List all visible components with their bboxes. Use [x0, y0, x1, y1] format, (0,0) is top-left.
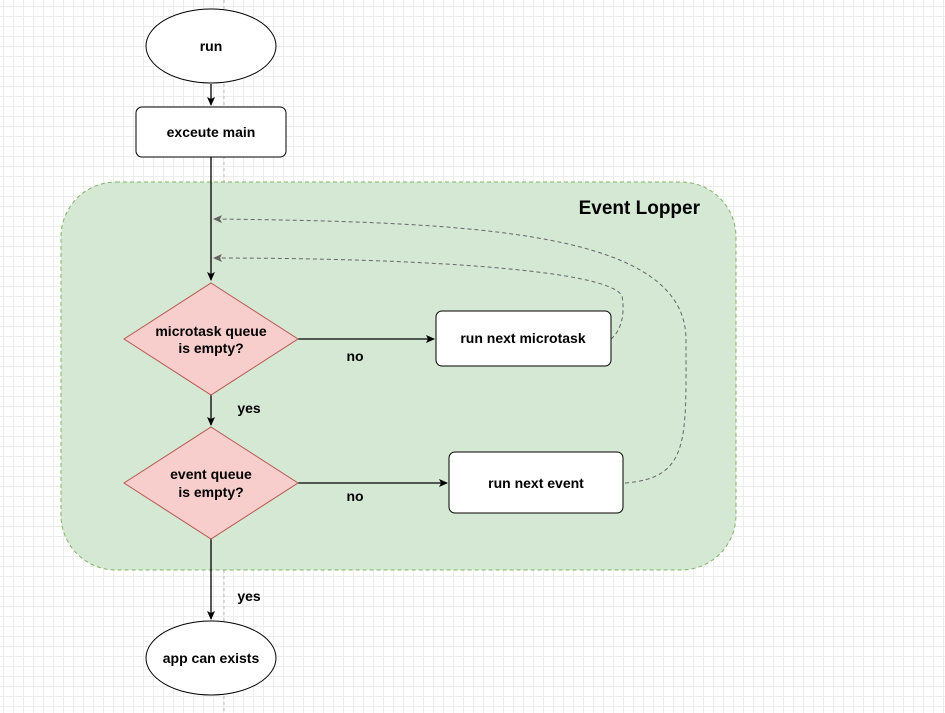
- microtask-check-node[interactable]: microtask queue is empty?: [123, 282, 299, 396]
- microtask-check-label-line2: is empty?: [178, 340, 243, 356]
- execute-main-node[interactable]: exceute main: [135, 106, 287, 158]
- start-node[interactable]: run: [145, 8, 277, 84]
- start-node-label: run: [200, 38, 223, 54]
- run-next-microtask-node[interactable]: run next microtask: [435, 310, 612, 367]
- container-title: Event Lopper: [579, 198, 701, 219]
- execute-main-label: exceute main: [167, 124, 256, 140]
- run-next-event-node[interactable]: run next event: [448, 451, 624, 514]
- event-check-label-line1: event queue: [170, 466, 252, 482]
- microtask-check-label-line1: microtask queue: [155, 323, 266, 339]
- end-node-label: app can exists: [163, 650, 260, 666]
- edge-label-microtask-no: no: [346, 348, 363, 364]
- event-loop-container[interactable]: [60, 181, 737, 571]
- edge-microtask-loop-back: [213, 254, 624, 340]
- edge-label-event-yes: yes: [237, 588, 261, 604]
- edge-label-event-no: no: [346, 488, 363, 504]
- run-next-event-label: run next event: [488, 475, 584, 491]
- run-next-microtask-label: run next microtask: [460, 330, 585, 346]
- edge-label-microtask-yes: yes: [237, 400, 261, 416]
- edge-event-loop-back: [213, 215, 687, 484]
- end-node[interactable]: app can exists: [145, 620, 277, 696]
- event-check-node[interactable]: event queue is empty?: [123, 426, 299, 540]
- event-check-label-line2: is empty?: [178, 484, 243, 500]
